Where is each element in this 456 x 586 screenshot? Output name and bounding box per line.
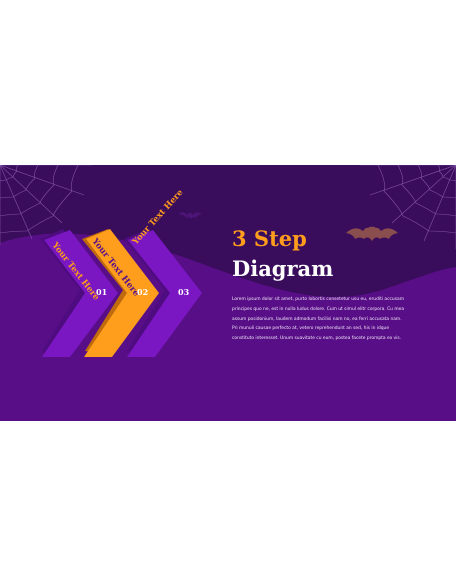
step-diagram: Your Text Here 01 Your Text Here 02 Your…: [40, 187, 202, 357]
slide-title-line-2: Diagram: [232, 256, 334, 281]
step-2-number: 02: [137, 287, 148, 297]
step-3-number: 03: [178, 287, 190, 297]
spider-web-icon: [0, 165, 92, 245]
slide-title-line-1: 3 Step: [232, 226, 307, 251]
background-wave: [0, 233, 456, 421]
bat-icon: [346, 226, 398, 241]
slide-body-text: Lorem ipsum dolor sit amet, purto lobort…: [232, 297, 405, 342]
spider-web-icon: [360, 165, 456, 249]
step-1-number: 01: [96, 287, 107, 297]
slide-background: [0, 165, 456, 421]
bat-icon: [178, 212, 202, 219]
slide: Your Text Here 01 Your Text Here 02 Your…: [0, 165, 456, 421]
